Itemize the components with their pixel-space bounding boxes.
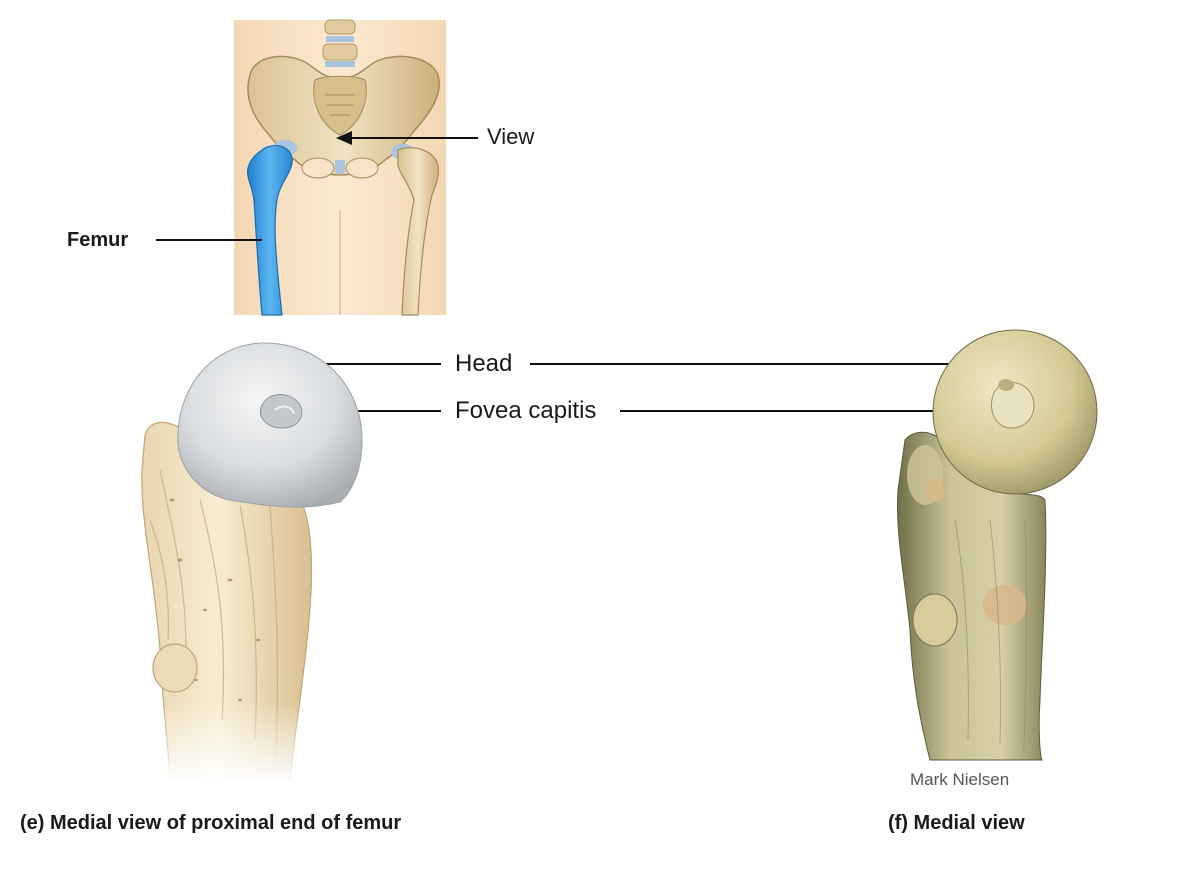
photo-credit: Mark Nielsen (910, 770, 1010, 789)
head-label: Head (455, 350, 513, 377)
illustrated-femur (130, 342, 363, 785)
view-arrowhead (336, 131, 352, 145)
caption-f: (f) Medial view (888, 812, 1025, 834)
pelvis-inset (234, 19, 446, 316)
photo-femur (897, 329, 1098, 761)
view-label: View (487, 124, 535, 149)
femur-label: Femur (67, 229, 129, 251)
caption-e: (e) Medial view of proximal end of femur (20, 812, 402, 834)
fovea-capitis-label: Fovea capitis (455, 397, 597, 424)
